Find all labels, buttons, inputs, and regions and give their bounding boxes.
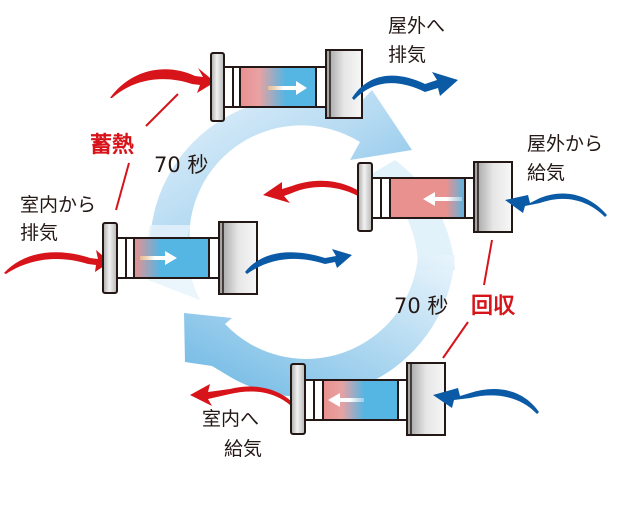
blue-outflow-arrow — [352, 72, 458, 100]
blue-outflow-arrow — [245, 249, 352, 274]
red-inflow-arrow — [4, 250, 110, 274]
outdoor-hood — [473, 161, 513, 233]
bottom-unit — [190, 362, 539, 436]
left-unit — [4, 221, 352, 295]
right-unit — [263, 161, 607, 233]
outdoor-hood — [218, 221, 258, 295]
outdoor-hood — [325, 49, 363, 119]
duration-bottom-label: 70 秒 — [394, 294, 448, 318]
exhaust-from-indoor-label-line1: 室内から — [20, 194, 96, 216]
exhaust-from-indoor-label-line2: 排気 — [20, 222, 58, 244]
supply-to-indoor-label-line2: 給気 — [224, 438, 262, 460]
exhaust-to-outdoor-label-line1: 屋外へ — [388, 15, 445, 37]
indoor-plate — [102, 222, 118, 294]
heat-storage-leader-lower — [115, 162, 130, 211]
heat-recovery-leader-lower — [442, 321, 469, 359]
outdoor-hood — [406, 362, 446, 436]
heat-recovery-leader-upper — [483, 239, 493, 286]
heat-recovery-label: 回収 — [471, 294, 516, 319]
flow-left-arrow — [423, 192, 462, 206]
cycle-arrow-top-right — [149, 90, 412, 250]
blue-inflow-arrow — [433, 388, 539, 414]
cycle-arrow-bottom-left — [184, 255, 455, 398]
flow-left-arrow — [328, 393, 364, 407]
heat-storage-label: 蓄熱 — [90, 132, 134, 158]
heat-storage-leader-upper — [145, 93, 179, 127]
red-outflow-arrow — [263, 180, 371, 203]
top-unit — [110, 49, 458, 122]
supply-from-outdoor-label-line1: 屋外から — [527, 133, 603, 155]
supply-to-indoor-label-line1: 室内へ — [202, 408, 259, 430]
blue-inflow-arrow — [505, 193, 607, 217]
indoor-plate — [357, 162, 373, 232]
flow-right-arrow — [268, 81, 307, 95]
flow-right-arrow — [140, 251, 177, 265]
supply-from-outdoor-label-line2: 給気 — [527, 162, 565, 184]
exhaust-to-outdoor-label-line2: 排気 — [388, 44, 426, 66]
red-inflow-arrow — [110, 68, 215, 98]
indoor-plate — [210, 52, 225, 122]
duration-top-label: 70 秒 — [154, 153, 208, 177]
indoor-plate — [290, 363, 306, 435]
red-outflow-arrow — [190, 384, 299, 412]
